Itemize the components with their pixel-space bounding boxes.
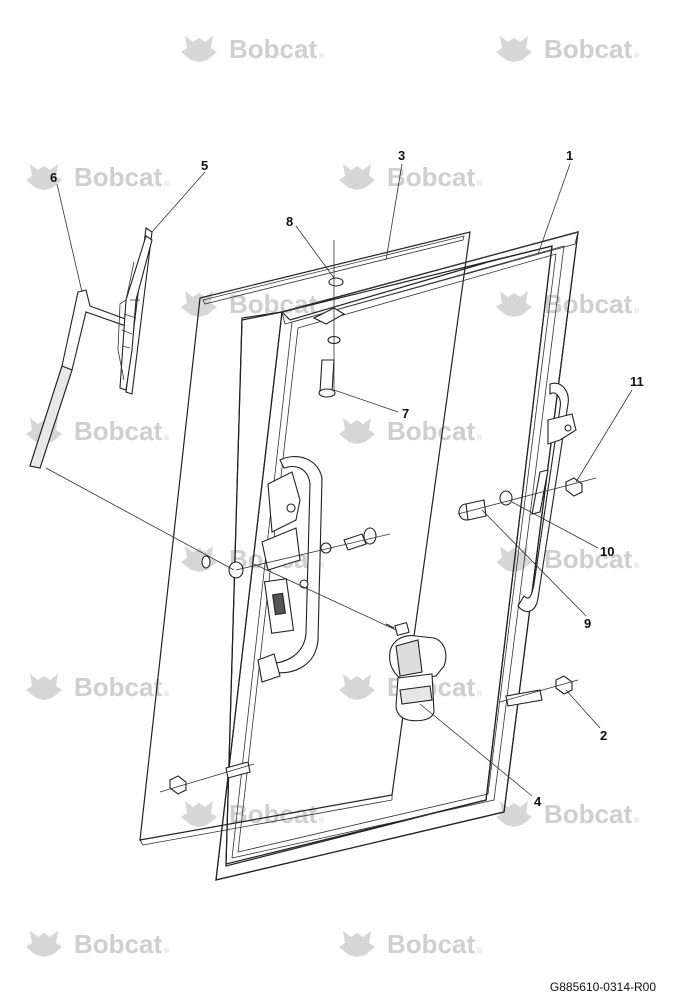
bobcat-logo-icon xyxy=(26,674,62,700)
watermark-text: Bobcat xyxy=(544,34,632,64)
watermark-registered-mark: ® xyxy=(164,690,170,698)
bobcat-watermark: Bobcat® xyxy=(26,672,170,702)
left-handle-assembly xyxy=(257,456,332,683)
watermark-text: Bobcat xyxy=(229,34,317,64)
callout-1: 1 xyxy=(566,148,573,163)
bobcat-logo-icon xyxy=(181,546,217,572)
bobcat-watermark: Bobcat® xyxy=(496,34,640,64)
bobcat-watermark: Bobcat® xyxy=(181,799,325,829)
bobcat-logo-icon xyxy=(26,931,62,957)
bobcat-logo-icon xyxy=(181,801,217,827)
callout-9: 9 xyxy=(584,616,591,631)
watermark-text: Bobcat xyxy=(544,544,632,574)
watermark-registered-mark: ® xyxy=(477,434,483,442)
callout-8: 8 xyxy=(286,214,293,229)
bobcat-watermark: Bobcat® xyxy=(339,416,483,446)
callout-5: 5 xyxy=(201,158,208,173)
callout-2: 2 xyxy=(600,728,607,743)
assembly-lines xyxy=(45,240,597,793)
bobcat-logo-icon xyxy=(26,164,62,190)
watermark-text: Bobcat xyxy=(74,416,162,446)
right-handle-assembly xyxy=(517,382,577,613)
watermark-registered-mark: ® xyxy=(477,180,483,188)
bobcat-logo-icon xyxy=(339,674,375,700)
watermark-text: Bobcat xyxy=(544,289,632,319)
bobcat-logo-icon xyxy=(181,36,217,62)
watermark-registered-mark: ® xyxy=(164,180,170,188)
bobcat-watermark: Bobcat® xyxy=(496,799,640,829)
callout-10: 10 xyxy=(600,544,614,559)
bobcat-logo-icon xyxy=(339,931,375,957)
callout-6: 6 xyxy=(50,170,57,185)
watermark-text: Bobcat xyxy=(387,416,475,446)
bobcat-logo-icon xyxy=(339,418,375,444)
bobcat-watermark: Bobcat® xyxy=(26,929,170,959)
bobcat-watermark: Bobcat® xyxy=(496,544,640,574)
watermark-registered-mark: ® xyxy=(634,52,640,60)
watermark-registered-mark: ® xyxy=(164,947,170,955)
bobcat-watermark: Bobcat® xyxy=(339,929,483,959)
callout-7: 7 xyxy=(402,406,409,421)
bobcat-watermark: Bobcat® xyxy=(339,162,483,192)
bobcat-watermark: Bobcat® xyxy=(26,162,170,192)
watermark-text: Bobcat xyxy=(229,289,317,319)
callout-4: 4 xyxy=(534,794,542,809)
bobcat-logo-icon xyxy=(339,164,375,190)
watermark-registered-mark: ® xyxy=(477,947,483,955)
hardware-parts xyxy=(169,277,583,795)
watermark-registered-mark: ® xyxy=(634,817,640,825)
watermark-text: Bobcat xyxy=(387,162,475,192)
bobcat-watermark: Bobcat® xyxy=(181,34,325,64)
glass-panel-part-3 xyxy=(139,231,471,846)
watermark-registered-mark: ® xyxy=(164,434,170,442)
bobcat-watermark: Bobcat® xyxy=(496,289,640,319)
watermark-registered-mark: ® xyxy=(634,562,640,570)
callout-11: 11 xyxy=(630,374,644,389)
drawing-code: G885610-0314-R00 xyxy=(549,980,656,994)
watermark-text: Bobcat xyxy=(74,929,162,959)
watermark-text: Bobcat xyxy=(544,799,632,829)
bobcat-logo-icon xyxy=(496,36,532,62)
bobcat-watermark: Bobcat® xyxy=(181,289,325,319)
wiper-blade-part-5 xyxy=(117,227,153,395)
watermark-registered-mark: ® xyxy=(319,52,325,60)
bobcat-logo-icon xyxy=(496,546,532,572)
watermark-registered-mark: ® xyxy=(319,817,325,825)
watermark-text: Bobcat xyxy=(387,929,475,959)
callout-3: 3 xyxy=(398,148,405,163)
watermark-registered-mark: ® xyxy=(319,562,325,570)
wiper-motor-part-4 xyxy=(385,621,447,722)
bobcat-logo-icon xyxy=(496,801,532,827)
watermark-registered-mark: ® xyxy=(634,307,640,315)
bobcat-logo-icon xyxy=(496,291,532,317)
callout-labels: 1 3 5 6 8 7 11 10 9 2 4 xyxy=(50,148,644,809)
watermark-registered-mark: ® xyxy=(477,690,483,698)
watermark-text: Bobcat xyxy=(74,672,162,702)
watermark-layer: Bobcat®Bobcat®Bobcat®Bobcat®Bobcat®Bobca… xyxy=(26,34,640,959)
wiper-arm-part-6 xyxy=(29,289,129,469)
leader-lines xyxy=(56,163,633,797)
watermark-text: Bobcat xyxy=(74,162,162,192)
